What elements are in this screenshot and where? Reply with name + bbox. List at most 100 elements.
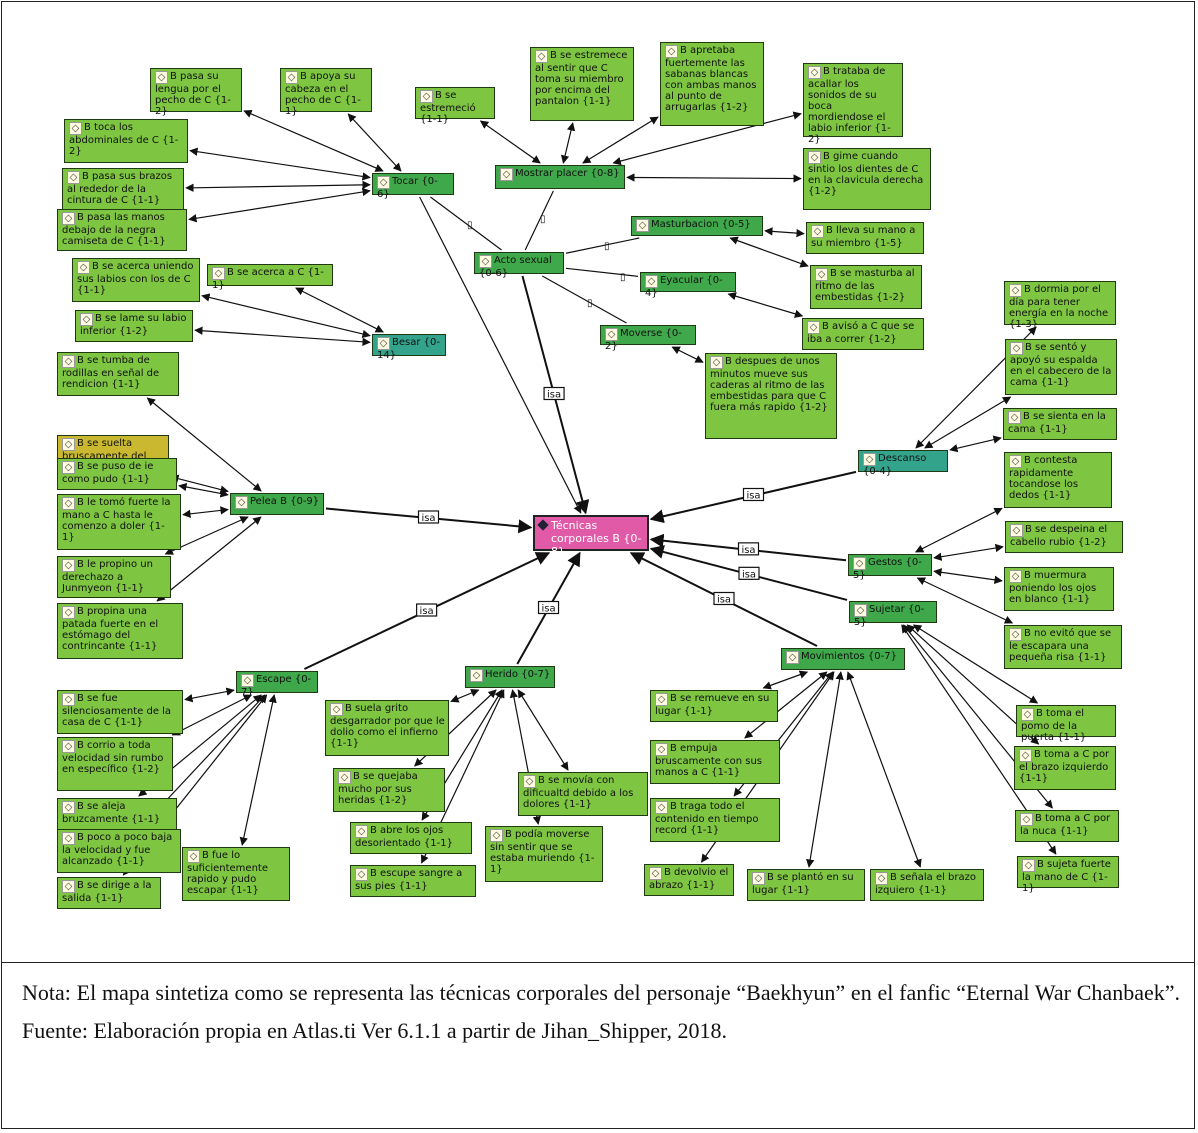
node-label: Tocar {0-6} [377,176,438,200]
node-q12[interactable]: ◇B se masturba al ritmo de las embestida… [810,265,922,309]
node-q33[interactable]: ◇B toma a C por la nuca {1-1} [1015,810,1119,842]
isa-label: isa [541,604,555,615]
edge-masturbacion-q11 [764,227,805,238]
node-label: B fue lo suficientemente rapido y pudo e… [187,850,268,896]
node-q11[interactable]: ◇B lleva su mano a su miembro {1-5} [806,222,924,254]
node-q1[interactable]: ◇B pasa su lengua por el pecho de C {1-2… [150,68,242,117]
node-acto-sexual[interactable]: ◇Acto sexual {0-6} [474,252,564,279]
node-q15[interactable]: ◇B se acerca uniendo sus labios con los … [72,258,200,302]
node-q50[interactable]: ◇B escupe sangre a sus pies {1-1} [350,865,476,897]
code-icon: ◇ [1009,284,1022,297]
node-q41[interactable]: ◇B se fue silenciosamente de la casa de … [57,690,183,734]
edge-escape-q41 [184,687,235,703]
node-q23[interactable]: ◇B propina una patada fuerte en el estóm… [57,603,183,659]
node-label: B se sienta en la cama {1-1} [1008,411,1106,435]
node-escape[interactable]: ◇Escape {0-7} [236,671,318,698]
edge-besar-q15 [201,293,371,339]
node-q9[interactable]: ◇B pasa las manos debajo de la negra cam… [57,209,187,251]
node-q35[interactable]: ◇B se remueve en su lugar {1-1} [650,690,778,722]
node-q28[interactable]: ◇B se despeina el cabello rubio {1-2} [1005,521,1123,553]
node-q39[interactable]: ◇B se plantó en su lugar {1-1} [747,869,865,901]
node-sujetar[interactable]: ◇Sujetar {0-5} [849,601,937,628]
node-label: Sujetar {0-5} [854,604,925,628]
figure-caption: Nota: El mapa sintetiza como se represen… [22,980,1180,1043]
node-q26[interactable]: ◇B se sienta en la cama {1-1} [1003,408,1117,440]
node-q52[interactable]: ◇B podía moverse sin sentir que se estab… [485,826,603,882]
node-q34[interactable]: ◇B sujeta fuerte la mano de C {1-1} [1017,856,1119,894]
node-q18[interactable]: ◇B se tumba de rodillas en señal de rend… [57,352,179,396]
node-gestos[interactable]: ◇Gestos {0-5} [848,554,932,581]
node-q48[interactable]: ◇B se quejaba mucho por sus heridas {1-2… [333,768,445,812]
node-q4[interactable]: ◇B se estremece al sentir que C toma su … [530,47,634,121]
node-q20[interactable]: ◇B se puso de ie como pudo {1-1} [57,458,177,490]
node-q13[interactable]: ◇B avisó a C que se iba a correr {1-2} [802,318,924,350]
code-icon: ◇ [330,703,343,716]
node-herido[interactable]: ◇Herido {0-7} [465,666,555,688]
node-q3[interactable]: ◇B se estremeció {1-1} [415,87,495,125]
node-label: B empuja bruscamente con sus manos a C {… [655,743,763,778]
node-movimientos[interactable]: ◇Movimientos {0-7} [781,648,905,670]
node-q22[interactable]: ◇B le propino un derechazo a Junmyeon {1… [57,556,171,598]
node-q31[interactable]: ◇B toma el pomo de la puerta {1-1} [1016,705,1116,743]
node-label: Pelea B {0-9} [250,496,320,507]
node-q5[interactable]: ◇B apretaba fuertemente las sabanas blan… [660,42,764,126]
node-q8[interactable]: ◇B pasa sus brazos al rededor de la cint… [62,168,184,210]
code-icon: ◇ [1020,813,1033,826]
node-q30[interactable]: ◇B no evitó que se le escapara una peque… [1004,625,1122,669]
node-q40[interactable]: ◇B señala el brazo izquiero {1-1} [870,869,984,901]
node-q45[interactable]: ◇B se dirige a la salida {1-1} [57,877,161,909]
node-label: B le propino un derechazo a Junmyeon {1-… [62,559,153,594]
node-masturbacion[interactable]: ◇Masturbacion {0-5} [631,216,763,236]
node-q25[interactable]: ◇B se sentó y apoyó su espalda en el cab… [1005,339,1117,395]
node-tocar[interactable]: ◇Tocar {0-6} [372,173,454,200]
node-q14[interactable]: ◇B despues de unos minutos mueve sus cad… [705,353,837,439]
node-q27[interactable]: ◇B contesta rapidamente tocandose los de… [1004,452,1112,508]
node-label: B se estremeció {1-1} [420,90,476,125]
node-label: B dormia por el día para tener energía e… [1009,284,1109,330]
isa-label-bg [416,603,438,617]
node-q29[interactable]: ◇B muermura poniendo los ojos en blanco … [1004,567,1114,611]
node-q7[interactable]: ◇B toca los abdominales de C {1-2} [64,119,188,163]
code-icon: ◇ [62,497,75,510]
node-q24[interactable]: ◇B dormia por el día para tener energía … [1004,281,1116,330]
code-icon: ◇ [62,832,75,845]
code-icon: ◇ [500,168,513,181]
node-descanso[interactable]: ◇Descanso {0-4} [858,450,948,477]
node-q21[interactable]: ◇B le tomó fuerte la mano a C hasta le c… [57,494,181,550]
node-q16[interactable]: ◇B se acerca a C {1-1} [207,264,333,291]
node-q47[interactable]: ◇B suela grito desgarrador por que le do… [325,700,449,756]
node-label: B se puso de ie como pudo {1-1} [62,461,154,485]
node-q17[interactable]: ◇B se lame su labio inferior {1-2} [75,310,193,342]
edge-acto-sexual-eyacular [565,267,639,277]
node-mostrar-placer[interactable]: ◇Mostrar placer {0-8} [495,165,625,189]
hub-node[interactable]: Técnicas corporales B {0-8} [533,515,649,558]
edge-tocar-q2 [347,113,402,172]
edge-gestos-q30 [916,577,1014,624]
node-besar[interactable]: ◇Besar {0-14} [372,334,446,361]
node-q46[interactable]: ◇B fue lo suficientemente rapido y pudo … [182,847,290,901]
node-eyacular[interactable]: ◇Eyacular {0-4} [640,272,736,299]
node-q36[interactable]: ◇B empuja bruscamente con sus manos a C … [650,740,780,784]
node-label: B toca los abdominales de C {1-2} [69,122,179,157]
node-pelea[interactable]: ◇Pelea B {0-9} [230,493,324,515]
node-q44[interactable]: ◇B poco a poco baja la velocidad y fue a… [57,829,181,873]
code-icon: ◇ [863,453,876,466]
node-q32[interactable]: ◇B toma a C por el brazo izquierdo {1-1} [1014,746,1116,790]
node-label: B toma a C por la nuca {1-1} [1020,813,1111,837]
node-label: B se acerca a C {1-1} [212,267,324,291]
node-q49[interactable]: ◇B abre los ojos desorientado {1-1} [350,822,472,854]
isa-label: isa [742,569,756,580]
node-q38[interactable]: ◇B devolvio el abrazo {1-1} [644,864,734,896]
node-moverse[interactable]: ◇Moverse {0-2} [600,325,696,352]
edge-mostrar-placer-q10 [626,173,802,183]
node-q43[interactable]: ◇B se aleja bruzcamente {1-1} [57,798,177,830]
node-q42[interactable]: ◇B corrio a toda velocidad sin rumbo en … [57,737,173,791]
code-icon: ◇ [62,693,75,706]
node-q37[interactable]: ◇B traga todo el contenido en tiempo rec… [650,798,780,842]
node-q51[interactable]: ◇B se movía con dificualtd debido a los … [518,772,648,816]
node-q10[interactable]: ◇B gime cuando sintio los dientes de C e… [803,148,931,210]
node-q2[interactable]: ◇B apoya su cabeza en el pecho de C {1-1… [280,68,372,117]
node-q6[interactable]: ◇B trataba de acallar los sonidos de su … [803,63,903,145]
code-icon: ◇ [655,743,668,756]
